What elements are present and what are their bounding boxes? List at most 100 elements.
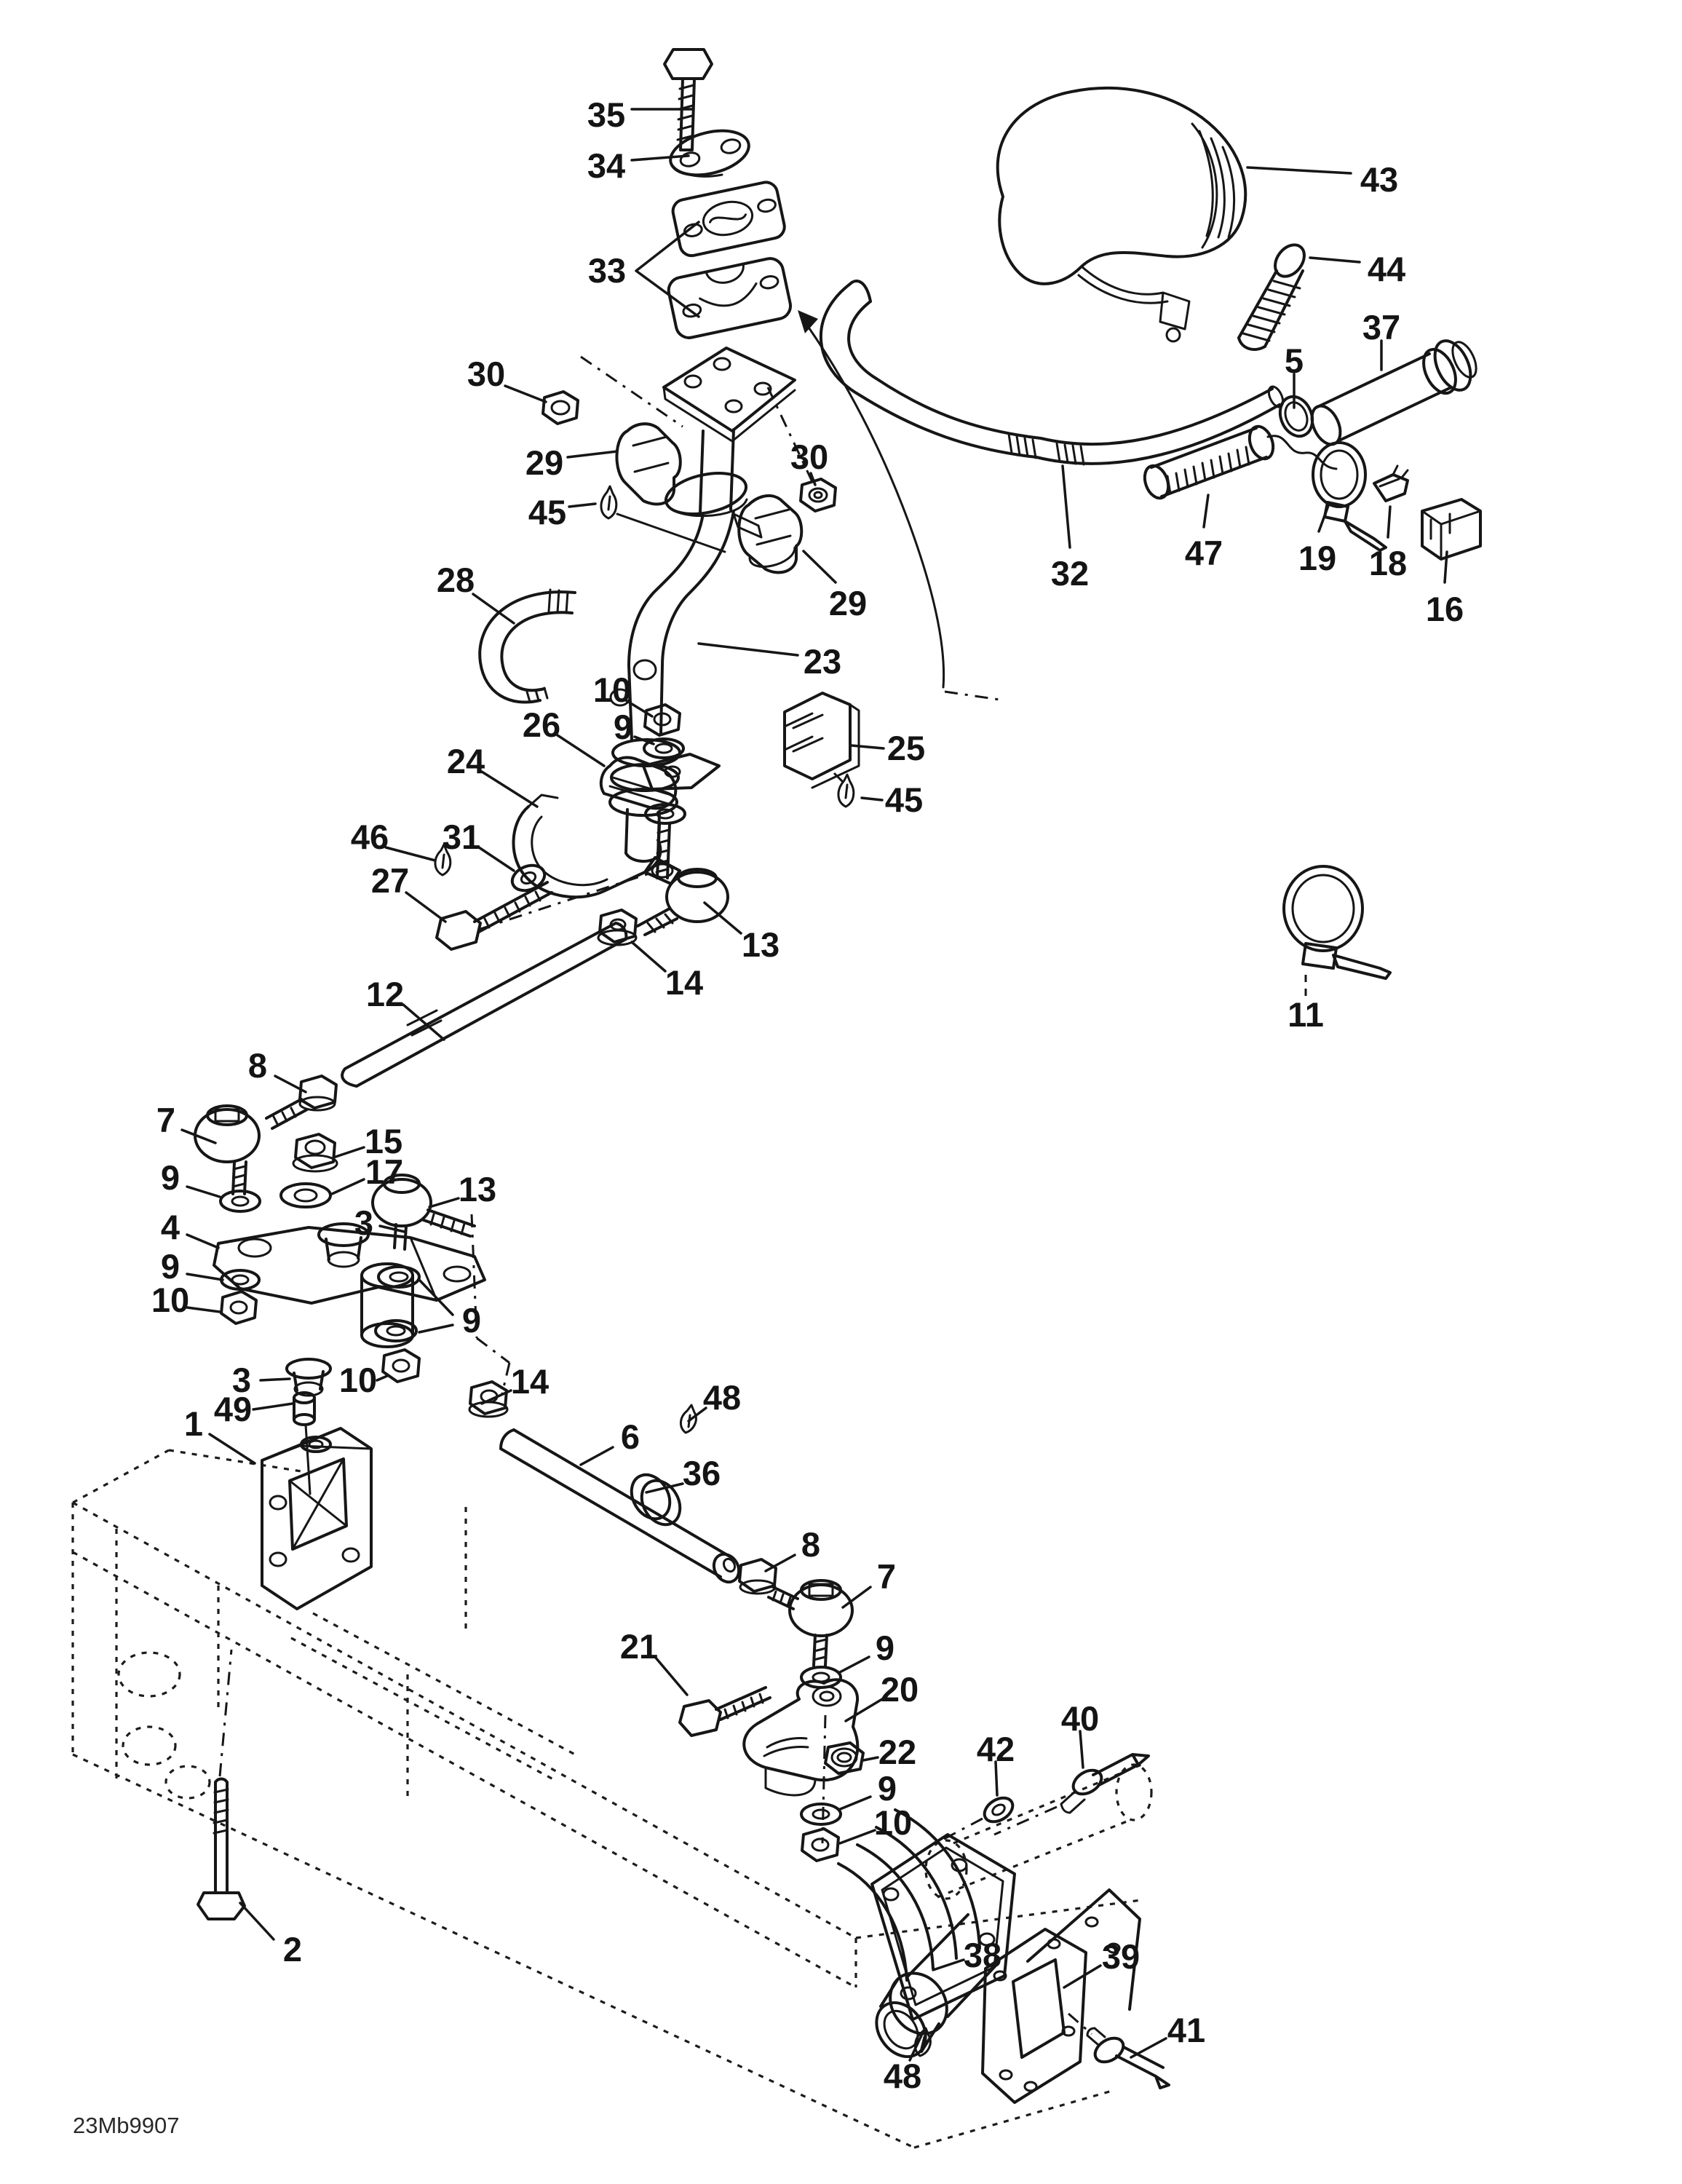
callout-22: 22	[878, 1733, 916, 1771]
part-15-nut	[292, 1133, 338, 1173]
part-10-nut-20	[801, 1827, 840, 1862]
callout-10-c: 10	[874, 1803, 912, 1842]
steering-column-plate	[662, 347, 796, 514]
callout-10-top: 10	[593, 670, 631, 709]
part-1-support-block	[261, 1427, 373, 1610]
part-3-bushing-lower	[285, 1358, 332, 1397]
part-10-nut-top	[643, 703, 681, 737]
callout-49: 49	[214, 1390, 252, 1428]
callout-34: 34	[587, 146, 625, 185]
callout-44: 44	[1368, 250, 1405, 288]
callout-10-b: 10	[339, 1361, 377, 1399]
callout-33: 33	[588, 251, 626, 290]
callout-13-lower: 13	[459, 1170, 496, 1208]
callout-48-mid: 48	[703, 1378, 741, 1417]
part-45-clip-left	[600, 485, 726, 553]
callout-21: 21	[620, 1627, 658, 1666]
callout-18: 18	[1369, 544, 1407, 582]
callout-47: 47	[1185, 534, 1223, 572]
callout-14-upper: 14	[665, 963, 703, 1002]
part-44-grip-spring	[1237, 243, 1306, 351]
part-22-locknut	[824, 1741, 865, 1775]
part-12-tie-rod	[341, 922, 628, 1088]
part-31-lockwasher	[510, 863, 547, 893]
part-14-nut-upper	[597, 909, 638, 946]
callout-42: 42	[977, 1730, 1015, 1768]
callout-14-mid: 14	[511, 1362, 549, 1401]
part-24-clamp	[512, 794, 681, 899]
callout-25: 25	[887, 729, 925, 767]
part-33-clamp-upper	[671, 181, 786, 258]
callout-4: 4	[161, 1208, 180, 1246]
callout-1: 1	[184, 1404, 203, 1443]
callout-20: 20	[881, 1670, 919, 1709]
callout-2: 2	[283, 1930, 302, 1969]
callout-27: 27	[371, 861, 409, 900]
callout-9-c: 9	[462, 1301, 481, 1340]
part-30-nut-right	[799, 478, 837, 513]
callout-13-upper: 13	[742, 925, 779, 964]
column-clamp-collar	[664, 472, 763, 539]
callout-17: 17	[365, 1152, 403, 1191]
part-30-nut-left	[542, 390, 579, 425]
callout-7-left: 7	[156, 1101, 175, 1139]
frame-chassis	[71, 1449, 1153, 2149]
part-40-rivet	[1060, 1753, 1150, 1814]
part-34-washer-plate	[669, 129, 750, 178]
callout-11: 11	[1288, 995, 1324, 1034]
part-13-balljoint-lower	[371, 1174, 476, 1251]
part-20-arm	[742, 1678, 860, 1797]
drawing-code-watermark: 23Mb9907	[73, 2113, 180, 2138]
part-9-washer-7r	[800, 1666, 842, 1689]
callout-48-bottom: 48	[884, 2057, 921, 2095]
part-17-washer	[279, 1182, 332, 1208]
part-19-tie-wrap	[1312, 441, 1387, 552]
part-39-gasket	[981, 1888, 1141, 2104]
part-3-bushing-upper	[317, 1222, 370, 1268]
callout-16: 16	[1426, 590, 1464, 628]
part-35-bolt	[663, 48, 713, 151]
support-tube-hidden	[937, 1763, 1142, 1899]
part-33-clamp-lower	[667, 257, 793, 339]
part-8-nut-left	[265, 1075, 338, 1130]
handlebar-mount-arrow	[798, 310, 945, 689]
callout-26: 26	[523, 705, 560, 744]
callout-43: 43	[1360, 160, 1398, 199]
part-29-clamp-right	[737, 494, 804, 574]
part-10-nut-arm-right	[381, 1348, 421, 1383]
part-9-washer-20	[800, 1803, 842, 1826]
callout-7-right: 7	[877, 1557, 896, 1596]
callout-9-b: 9	[161, 1247, 180, 1286]
part-10-nut-arm-left	[220, 1290, 258, 1325]
part-9-washers-arm-right	[374, 1265, 421, 1342]
callout-9-e: 9	[878, 1769, 897, 1808]
part-4-steering-arm	[213, 1226, 486, 1348]
part-47-heated-grip	[1143, 424, 1338, 500]
callout-6: 6	[621, 1417, 640, 1456]
callout-38: 38	[964, 1936, 1001, 1974]
callout-29-left: 29	[525, 443, 563, 482]
part-5-ring	[1278, 395, 1314, 438]
callout-29-right: 29	[829, 584, 867, 622]
part-9-washer-arm-left	[219, 1190, 261, 1213]
callout-46: 46	[351, 818, 389, 856]
part-48-clip-mid	[680, 1404, 697, 1434]
part-13-balljoint-upper	[636, 868, 729, 936]
callout-12: 12	[366, 975, 404, 1013]
part-7-balljoint-right	[767, 1579, 854, 1667]
callout-23: 23	[804, 642, 841, 681]
callout-9-top: 9	[614, 708, 632, 746]
part-36-collar	[630, 1473, 682, 1527]
part-29-clamp-left	[615, 422, 682, 506]
callout-19: 19	[1298, 539, 1336, 577]
callout-15: 15	[365, 1122, 402, 1160]
part-43-handlebar-pad	[996, 87, 1247, 343]
callout-10-a: 10	[151, 1281, 189, 1319]
part-18-terminal	[1373, 464, 1409, 502]
callout-31: 31	[443, 818, 480, 856]
part-26-bushing-half	[599, 756, 678, 810]
callout-3-upper: 3	[354, 1203, 373, 1242]
part-8-nut-right	[738, 1558, 777, 1595]
